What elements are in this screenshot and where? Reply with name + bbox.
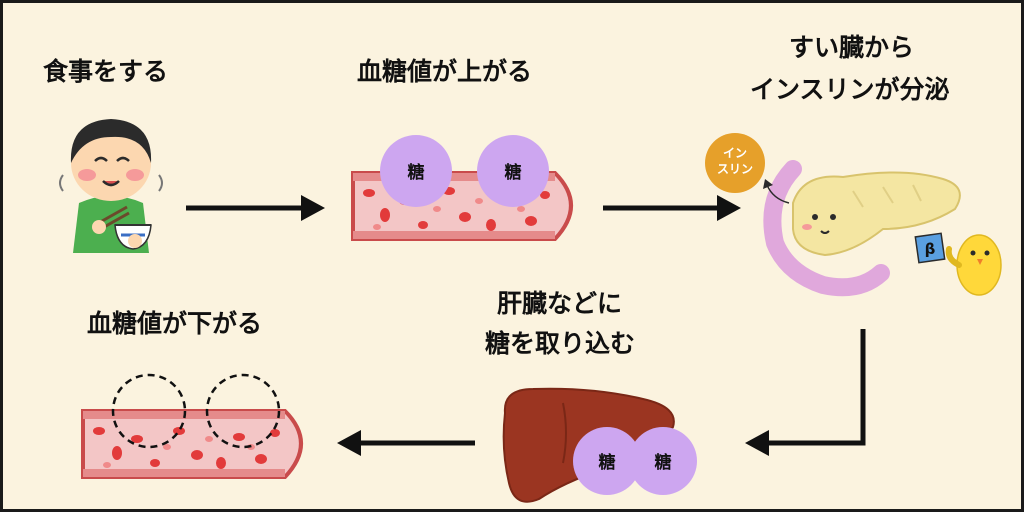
- step-pancreas-label-line2: インスリンが分泌: [750, 75, 950, 104]
- insulin-badge: イン スリン: [705, 133, 790, 204]
- step-sugar-down-label: 血糖値が下がる: [87, 309, 263, 338]
- glucose-molecule: 糖: [629, 427, 697, 495]
- glucose-molecule: 糖: [380, 135, 452, 207]
- empty-glucose-outline: [111, 373, 187, 449]
- beta-label: β: [925, 240, 936, 258]
- arrow-sugar-to-pancreas: [603, 195, 741, 221]
- glucose-label: 糖: [599, 452, 616, 473]
- diagram-graphics: 糖 糖 イン スリン β: [59, 119, 1002, 503]
- step-pancreas-label-line1: すい臓から: [789, 33, 915, 62]
- glucose-label: 糖: [655, 452, 672, 473]
- empty-glucose-outline: [205, 373, 281, 449]
- arrow-liver-to-sugar-down: [337, 430, 475, 456]
- step-liver-label-line1: 肝臓などに: [497, 289, 623, 318]
- glucose-molecule: 糖: [573, 427, 641, 495]
- insulin-badge-line1: イン: [723, 146, 747, 160]
- arrow-eat-to-sugar: [186, 195, 325, 221]
- step-sugar-up-label: 血糖値が上がる: [357, 57, 533, 86]
- insulin-badge-line2: スリン: [717, 162, 753, 176]
- arrow-pancreas-to-liver: [745, 329, 866, 456]
- person-eating-illustration: [59, 119, 163, 253]
- beta-cell-chick-illustration: β: [914, 232, 1002, 296]
- blood-vessel-low-sugar: [81, 409, 303, 479]
- step-liver-label-line2: 糖を取り込む: [485, 329, 636, 358]
- step-eat-label: 食事をする: [43, 57, 169, 86]
- pancreas-illustration: [763, 160, 961, 297]
- glucose-molecule: 糖: [477, 135, 549, 207]
- glucose-label: 糖: [505, 162, 522, 183]
- glucose-label: 糖: [408, 162, 425, 183]
